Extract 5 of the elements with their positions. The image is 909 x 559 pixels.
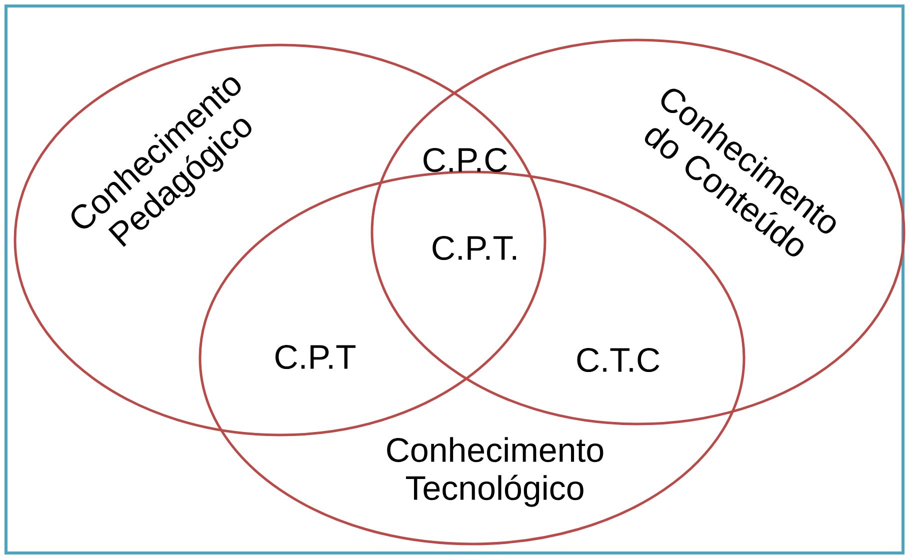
region-label: C.P.C — [424, 148, 507, 172]
region-label: C.P.T — [275, 344, 356, 370]
region-label: C.P.T. — [432, 236, 516, 260]
region-label: C.T.C — [577, 348, 660, 372]
set-label: Conhecimento Tecnológico — [387, 437, 604, 507]
